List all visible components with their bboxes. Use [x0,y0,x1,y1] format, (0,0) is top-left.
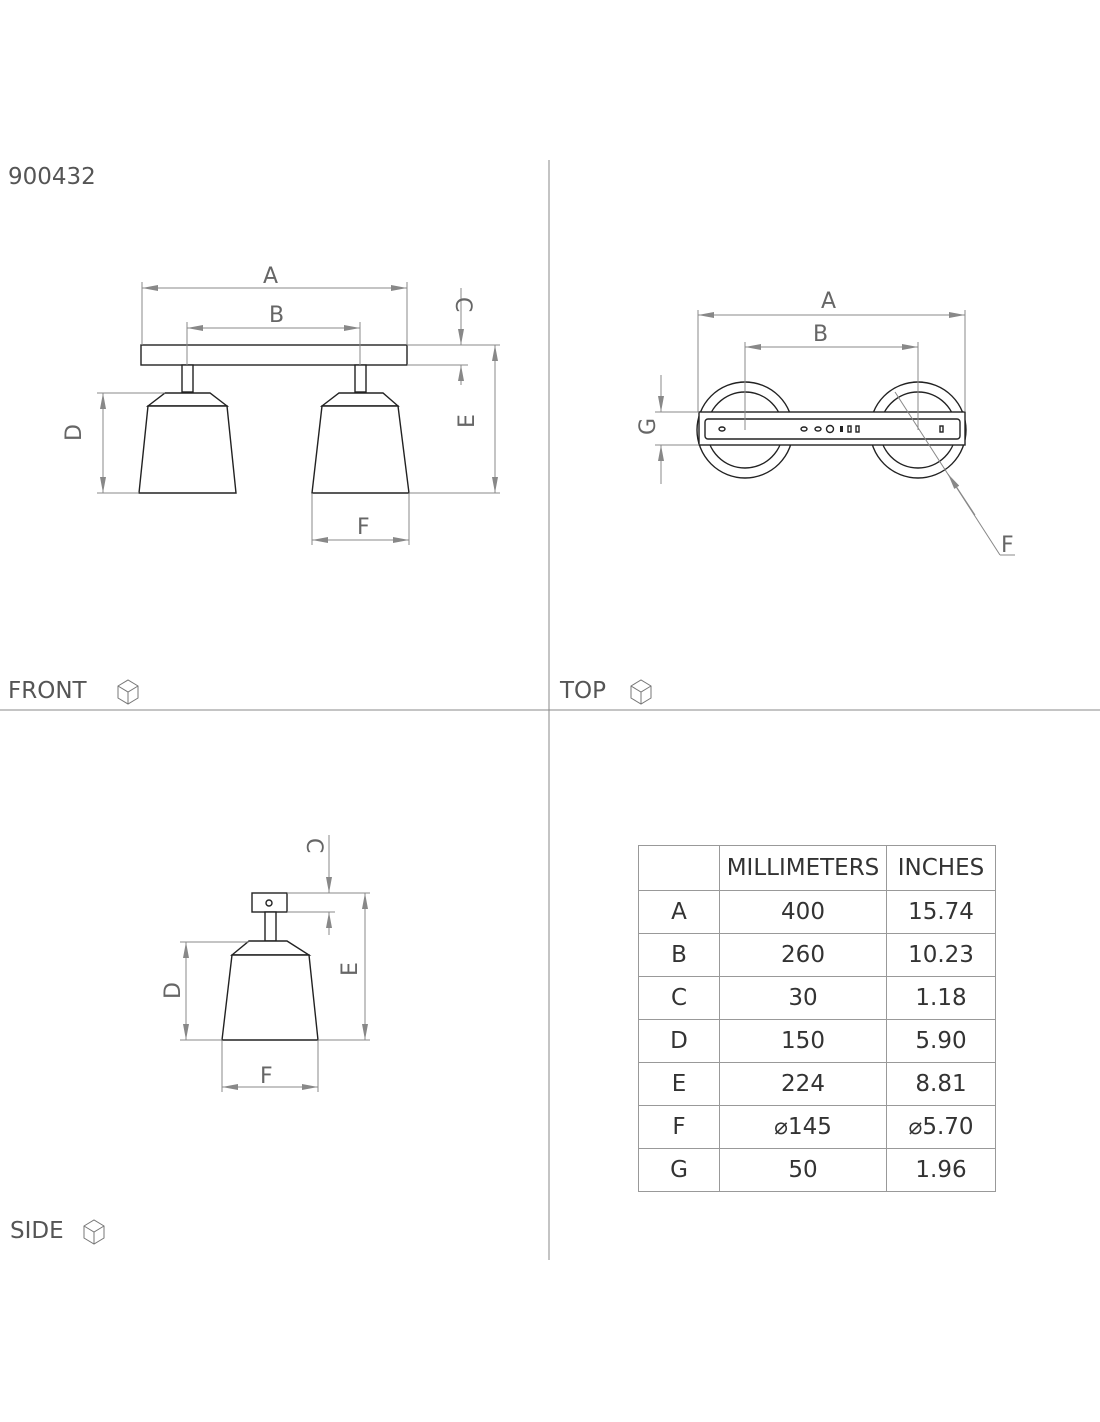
dim-label-e: E [455,414,480,428]
inches-value: 8.81 [886,1062,996,1106]
dimension-letter: B [638,933,720,977]
top-view-cube-icon [630,679,652,705]
millimeters-value: 30 [719,976,887,1020]
dimension-letter: C [638,976,720,1020]
dimension-letter: E [638,1062,720,1106]
dimension-letter: D [638,1019,720,1063]
side-dim-label-f: F [260,1064,273,1089]
side-view-cube-icon [83,1219,105,1245]
dim-label-c: C [450,297,475,312]
table-row: F⌀145⌀5.70 [638,1105,996,1149]
inches-value: ⌀5.70 [886,1105,996,1149]
millimeters-value: 50 [719,1148,887,1192]
millimeters-value: 400 [719,890,887,934]
front-view-label: FRONT [8,678,87,704]
product-code: 900432 [8,164,96,190]
header-cell [638,845,720,891]
inches-value: 1.18 [886,976,996,1020]
front-view-cube-icon [117,679,139,705]
side-dim-label-d: D [161,982,186,999]
dim-label-f: F [357,515,370,540]
header-cell: MILLIMETERS [719,845,887,891]
millimeters-value: ⌀145 [719,1105,887,1149]
inches-value: 1.96 [886,1148,996,1192]
top-view-label: TOP [560,678,607,704]
top-dim-label-a: A [821,289,836,314]
dim-label-d: D [62,424,87,441]
side-dim-label-c: C [301,838,326,853]
table-header-row: MILLIMETERS INCHES [638,845,996,891]
millimeters-value: 260 [719,933,887,977]
top-dim-label-g: G [636,418,661,435]
inches-value: 15.74 [886,890,996,934]
inches-value: 10.23 [886,933,996,977]
top-view: A B G F [636,289,1015,558]
side-view-label: SIDE [10,1218,64,1244]
front-view: A B C D E F [62,264,500,545]
dimension-letter: A [638,890,720,934]
dimension-letter: G [638,1148,720,1192]
millimeters-value: 150 [719,1019,887,1063]
side-dim-label-e: E [338,962,363,976]
dim-label-a: A [263,264,278,289]
top-dim-label-b: B [813,322,828,347]
inches-value: 5.90 [886,1019,996,1063]
millimeters-value: 224 [719,1062,887,1106]
side-view: C D E F [161,835,370,1092]
dim-label-b: B [269,303,284,328]
header-cell: INCHES [886,845,996,891]
dimension-letter: F [638,1105,720,1149]
top-dim-label-f: F [1001,533,1014,558]
